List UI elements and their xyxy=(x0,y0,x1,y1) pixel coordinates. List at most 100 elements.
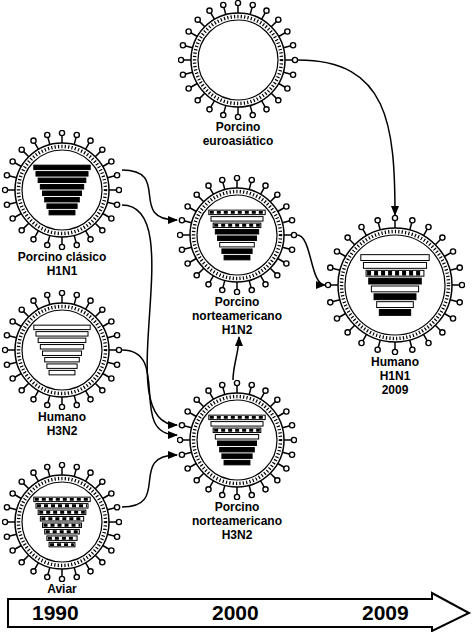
virus-membrane-dots xyxy=(194,192,281,279)
virus-illustration xyxy=(325,215,465,355)
genome-segment xyxy=(209,210,265,214)
virus-spike-head xyxy=(59,462,64,467)
virus-spike-head xyxy=(275,273,280,278)
virus-spike-head xyxy=(74,464,79,469)
virus-envelope xyxy=(190,393,284,487)
virus-spike-head xyxy=(186,29,191,34)
virus-spike-head xyxy=(88,298,93,303)
virus-spike-head xyxy=(220,492,225,497)
genome-segment xyxy=(36,332,88,336)
virus-spike-head xyxy=(59,404,64,409)
virus-spike-head xyxy=(4,333,9,338)
genome-segment xyxy=(213,428,261,432)
virus-spike-head xyxy=(4,173,9,178)
virus-membrane-dots xyxy=(194,397,281,484)
virus-spike-head xyxy=(249,177,254,182)
virus-label: Aviar xyxy=(17,582,107,596)
virus-spike-head xyxy=(250,112,255,117)
virus-spike-head xyxy=(206,388,211,393)
virus-spike-head xyxy=(10,159,15,164)
virus-spike-head xyxy=(275,192,280,197)
virus-spike-head xyxy=(185,466,190,471)
virus-spike-head xyxy=(88,397,93,402)
genome-segment xyxy=(369,278,422,284)
virus-inner-membrane xyxy=(198,20,278,100)
virus-spike-head xyxy=(31,138,36,143)
genome-segment-pattern xyxy=(48,537,76,540)
genome-segment xyxy=(218,236,257,240)
genome-segment xyxy=(361,255,429,261)
virus-label: Porcino norteamericano H1N2 xyxy=(187,295,287,337)
genome-segment-pattern xyxy=(44,524,81,527)
virus-node: Porcino norteamericano H3N2 xyxy=(177,380,297,542)
virus-membrane-dots xyxy=(19,307,106,394)
virus-spike-head xyxy=(19,147,24,152)
virus-spike-head xyxy=(263,487,268,492)
virus-spike-head xyxy=(334,316,339,321)
virus-illustration xyxy=(177,380,297,500)
virus-spike-head xyxy=(410,347,415,352)
virus-envelope xyxy=(15,475,109,569)
virus-spike-head xyxy=(4,202,9,207)
genome-segment-pattern xyxy=(41,517,82,520)
genome-segment xyxy=(49,542,75,546)
genome-segment xyxy=(222,454,252,458)
genome-segment xyxy=(213,223,261,227)
virus-spike-head xyxy=(263,183,268,188)
virus-spike-head xyxy=(2,187,7,192)
genome-segment-pattern xyxy=(37,504,87,507)
virus-spike-head xyxy=(457,265,462,270)
virus-spike-head xyxy=(450,316,455,321)
virus-spike-head xyxy=(116,187,121,192)
genome-segment xyxy=(366,270,424,276)
virus-spike-head xyxy=(180,72,185,77)
virus-spike-head xyxy=(207,107,212,112)
virus-spike-head xyxy=(100,560,105,565)
timeline-shape xyxy=(8,593,469,631)
genome-segment xyxy=(218,441,257,445)
virus-spike-head xyxy=(4,505,9,510)
virus-spike-head xyxy=(249,287,254,292)
virus-label: Porcino euroasiático xyxy=(193,120,283,148)
virus-spike-head xyxy=(185,204,190,209)
genome-segment xyxy=(38,510,86,514)
virus-spike-head xyxy=(114,534,119,539)
virus-spike-head xyxy=(45,242,50,247)
virus-spike-head xyxy=(116,347,121,352)
genome-segment xyxy=(209,415,265,419)
virus-spike-head xyxy=(114,333,119,338)
virus-spike-head xyxy=(263,388,268,393)
genome-segment xyxy=(43,351,82,355)
virus-spike-head xyxy=(59,576,64,581)
genome-segment xyxy=(38,338,86,342)
virus-spike-head xyxy=(10,319,15,324)
genome-segment xyxy=(211,217,263,221)
virus-spike-head xyxy=(440,330,445,335)
virus-spike-head xyxy=(114,505,119,510)
virus-illustration xyxy=(178,0,298,120)
virus-spike-head xyxy=(109,548,114,553)
virus-spike-head xyxy=(100,147,105,152)
virus-spike-head xyxy=(59,244,64,249)
virus-spike-head xyxy=(195,17,200,22)
virus-spike-head xyxy=(185,261,190,266)
virus-spike-head xyxy=(31,470,36,475)
virus-spike-head xyxy=(88,237,93,242)
virus-spike-head xyxy=(100,307,105,312)
genome-segment xyxy=(49,210,75,214)
virus-spike-head xyxy=(19,560,24,565)
virus-spike-head xyxy=(249,382,254,387)
genome-segment xyxy=(45,357,80,361)
virus-spike-head xyxy=(234,175,239,180)
virus-spike-head xyxy=(2,347,7,352)
virus-label: Humano H3N2 xyxy=(35,410,90,438)
virus-spike-head xyxy=(4,362,9,367)
virus-spike-head xyxy=(234,380,239,385)
virus-spike-head xyxy=(392,349,397,354)
timeline-year: 2000 xyxy=(212,601,259,625)
virus-spike-head xyxy=(74,132,79,137)
virus-membrane-dots xyxy=(19,479,106,566)
virus-spike-head xyxy=(275,397,280,402)
virus-label: Porcino clásico H1N1 xyxy=(12,250,112,278)
virus-spike-head xyxy=(450,249,455,254)
